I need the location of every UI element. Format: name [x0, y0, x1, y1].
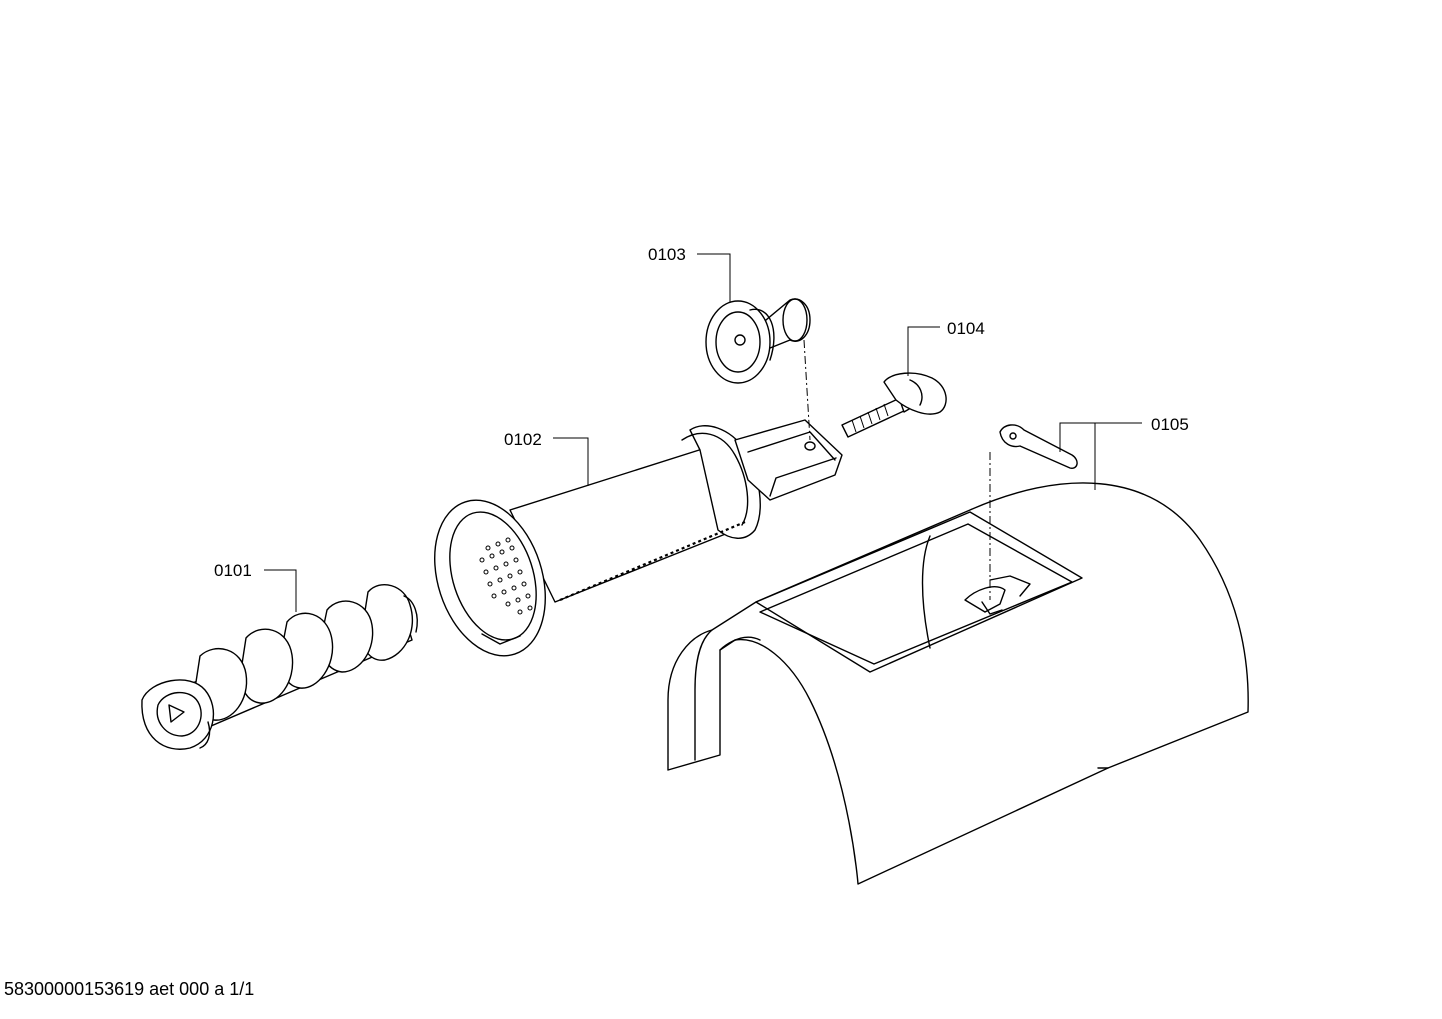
- callout-0103: 0103: [648, 245, 686, 264]
- callout-0105: 0105: [1151, 415, 1189, 434]
- part-0102-strainer: [434, 419, 843, 657]
- part-0101-auger: [141, 584, 418, 750]
- alignment-line-0103: [803, 339, 811, 441]
- part-0104-wing-screw: [841, 372, 947, 438]
- part-0103-cap: [705, 298, 811, 384]
- document-code: 58300000153619 aet 000 a 1/1: [4, 979, 255, 999]
- part-0105-cover: [667, 424, 1249, 885]
- callout-leaders: [264, 253, 1142, 612]
- callout-0102: 0102: [504, 430, 542, 449]
- strainer-holes: [479, 537, 533, 615]
- callout-0104: 0104: [947, 319, 985, 338]
- callout-0101: 0101: [214, 561, 252, 580]
